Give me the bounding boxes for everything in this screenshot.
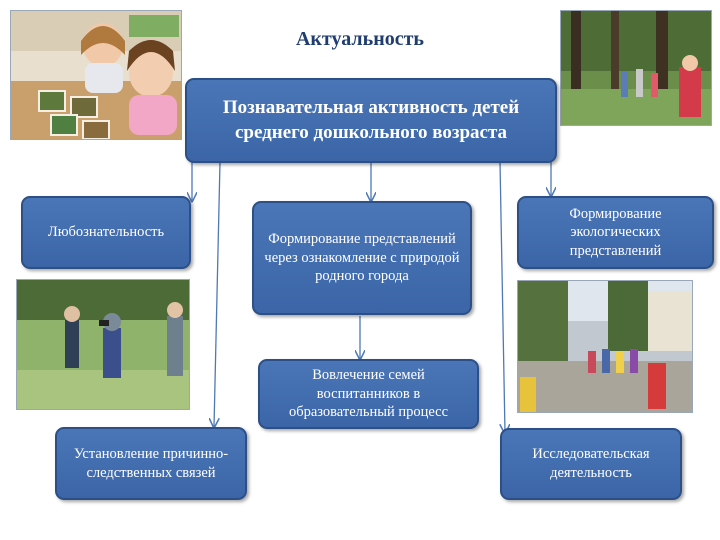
photo-children-with-binoculars bbox=[16, 279, 190, 410]
photo-group-in-courtyard bbox=[517, 280, 693, 413]
node-curiosity: Любознательность bbox=[21, 196, 191, 269]
node-nature-label: Формирование представлений через ознаком… bbox=[264, 231, 460, 285]
node-causal: Установление причинно-следственных связе… bbox=[55, 427, 247, 500]
main-node: Познавательная активность детей среднего… bbox=[185, 78, 557, 163]
node-ecology-label: Формирование экологических представлений bbox=[569, 205, 662, 259]
node-nature: Формирование представлений через ознаком… bbox=[252, 201, 472, 315]
node-families: Вовлечение семей воспитанников в образов… bbox=[258, 359, 479, 429]
page-title: Актуальность bbox=[295, 28, 425, 50]
arrow-to-causal bbox=[214, 161, 221, 427]
photo-children-with-cards bbox=[10, 10, 182, 140]
node-research: Исследовательская деятельность bbox=[500, 428, 682, 500]
node-research-label: Исследовательская деятельность bbox=[532, 446, 650, 481]
main-node-label: Познавательная активность детей среднего… bbox=[222, 96, 520, 143]
photo-children-in-park bbox=[560, 10, 712, 126]
node-families-label: Вовлечение семей воспитанников в образов… bbox=[288, 367, 449, 421]
node-causal-label: Установление причинно-следственных связе… bbox=[73, 445, 229, 481]
node-curiosity-label: Любознательность bbox=[47, 224, 165, 241]
node-ecology: Формирование экологических представлений bbox=[517, 196, 714, 269]
arrow-to-research bbox=[499, 161, 505, 433]
